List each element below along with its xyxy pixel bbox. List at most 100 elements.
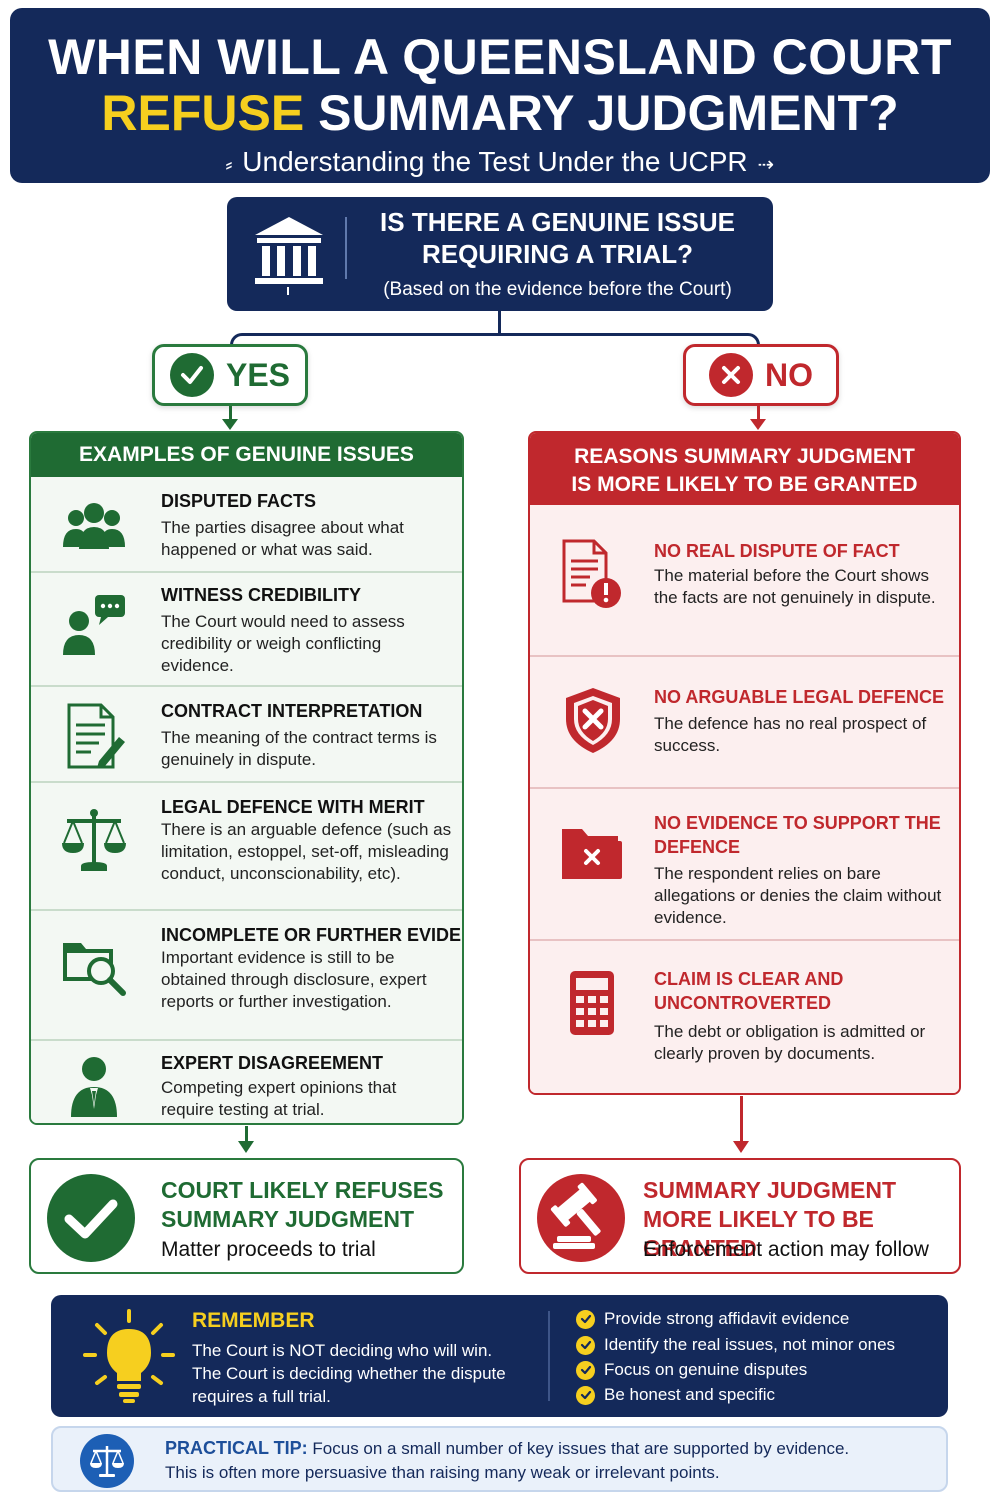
subtitle-arrow-icon: ⇢: [757, 154, 775, 176]
yes-outcome-arrow-head: [238, 1141, 254, 1153]
title-highlight: REFUSE: [101, 85, 305, 141]
outcome-granted-box: SUMMARY JUDGMENT MORE LIKELY TO BE GRANT…: [519, 1158, 961, 1274]
title-line-2-rest: SUMMARY JUDGMENT?: [304, 85, 899, 141]
item-description: The material before the Court shows the …: [654, 566, 936, 607]
tip-text-1: Focus on a small number of key issues th…: [312, 1439, 850, 1458]
no-arrow-shaft: [757, 406, 760, 420]
practical-tip-box: PRACTICAL TIP: Focus on a small number o…: [51, 1426, 948, 1492]
item-title: LEGAL DEFENCE WITH MERIT: [161, 797, 425, 817]
subtitle-left-deco-icon: ⸗: [225, 154, 233, 176]
subtitle-text: Understanding the Test Under the UCPR: [242, 146, 748, 177]
outcome-subtitle: Enforcement action may follow: [643, 1238, 929, 1261]
remember-line-1: The Court is NOT deciding who will win.: [192, 1341, 493, 1360]
checklist-item: Focus on genuine disputes: [576, 1360, 807, 1380]
check-icon: [576, 1335, 595, 1355]
summary-judgment-reasons-panel: REASONS SUMMARY JUDGMENT IS MORE LIKELY …: [528, 431, 961, 1095]
item-title: CONTRACT INTERPRETATION: [161, 701, 423, 721]
header-banner: WHEN WILL A QUEENSLAND COURT REFUSE SUMM…: [10, 8, 990, 183]
item-description: The meaning of the contract terms is gen…: [161, 728, 437, 769]
gavel-icon: [537, 1174, 625, 1262]
outcome-title-line-1: COURT LIKELY REFUSES: [161, 1177, 444, 1203]
item-description: The respondent relies on bare allegation…: [654, 864, 942, 927]
no-label: NO: [765, 356, 813, 393]
yes-arrow-shaft: [229, 406, 232, 420]
question-line-1: IS THERE A GENUINE ISSUE: [380, 207, 735, 237]
outcome-title-line-1: SUMMARY JUDGMENT: [643, 1177, 897, 1203]
check-icon: [576, 1385, 595, 1405]
check-circle-large-icon: [47, 1174, 135, 1262]
list-item: NO ARGUABLE LEGAL DEFENCE The defence ha…: [530, 655, 959, 787]
tip-line-1: PRACTICAL TIP: Focus on a small number o…: [165, 1438, 849, 1459]
item-title: NO EVIDENCE TO SUPPORT THE DEFENCE: [654, 813, 941, 857]
no-outcome-arrow-shaft: [740, 1096, 743, 1142]
item-description: Important evidence is still to be obtain…: [161, 948, 427, 1011]
title-line-2: REFUSE SUMMARY JUDGMENT?: [10, 84, 990, 142]
checklist-text: Focus on genuine disputes: [604, 1360, 808, 1379]
document-alert-icon: [562, 539, 621, 608]
item-description: There is an arguable defence (such as li…: [161, 820, 452, 883]
x-circle-icon: [709, 353, 753, 397]
tip-label: PRACTICAL TIP:: [165, 1438, 308, 1458]
checklist-item: Identify the real issues, not minor ones: [576, 1335, 895, 1355]
yes-label: YES: [225, 356, 291, 393]
remember-divider: [548, 1311, 550, 1401]
reasons-heading-line-1: REASONS SUMMARY JUDGMENT: [574, 445, 915, 468]
check-circle-icon: [169, 353, 214, 397]
item-title: CLAIM IS CLEAR AND UNCONTROVERTED: [654, 969, 844, 1013]
tip-line-2: This is often more persuasive than raisi…: [165, 1463, 720, 1482]
title-line-1: WHEN WILL A QUEENSLAND COURT: [48, 29, 952, 85]
item-description: The parties disagree about what happened…: [161, 518, 404, 559]
item-description: The defence has no real prospect of succ…: [654, 714, 927, 755]
question-line-2: REQUIRING A TRIAL?: [421, 239, 694, 269]
item-description: The debt or obligation is admitted or cl…: [654, 1022, 926, 1063]
item-description: The Court would need to assess credibili…: [161, 612, 405, 675]
no-badge: NO: [683, 344, 839, 406]
central-question-box: IS THERE A GENUINE ISSUE REQUIRING A TRI…: [227, 197, 773, 311]
item-title: INCOMPLETE OR FURTHER EVIDENCE: [161, 925, 462, 945]
genuine-issues-panel: EXAMPLES OF GENUINE ISSUES DISPUTED FACT…: [29, 431, 464, 1125]
outcome-refuses-box: COURT LIKELY REFUSES SUMMARY JUDGMENT Ma…: [29, 1158, 464, 1274]
scales-badge-icon: [80, 1434, 134, 1488]
list-item: NO REAL DISPUTE OF FACT The material bef…: [530, 505, 959, 655]
item-title: NO ARGUABLE LEGAL DEFENCE: [654, 687, 945, 707]
list-item: NO EVIDENCE TO SUPPORT THE DEFENCE The r…: [530, 787, 959, 939]
remember-line-2: The Court is deciding whether the disput…: [192, 1364, 506, 1383]
folder-x-icon: [562, 829, 622, 879]
connector-stem: [498, 311, 501, 335]
people-group-icon: [63, 503, 125, 549]
folder-search-icon: [63, 943, 126, 996]
genuine-issues-heading: EXAMPLES OF GENUINE ISSUES: [31, 433, 462, 477]
list-item: LEGAL DEFENCE WITH MERIT There is an arg…: [31, 781, 462, 909]
remember-box: REMEMBER The Court is NOT deciding who w…: [51, 1295, 948, 1417]
list-item: INCOMPLETE OR FURTHER EVIDENCE Important…: [31, 909, 462, 1039]
courthouse-icon: [255, 217, 323, 295]
question-divider: [345, 217, 347, 279]
check-icon: [576, 1309, 595, 1329]
item-title: WITNESS CREDIBILITY: [161, 585, 362, 605]
reasons-heading-line-2: IS MORE LIKELY TO BE GRANTED: [571, 473, 918, 496]
contract-document-icon: [67, 703, 125, 769]
checklist-text: Identify the real issues, not minor ones: [604, 1335, 896, 1354]
checklist-item: Be honest and specific: [576, 1385, 775, 1405]
no-arrow-head: [750, 419, 766, 430]
connector-right-curve: [498, 333, 760, 347]
check-icon: [576, 1360, 595, 1380]
outcome-subtitle: Matter proceeds to trial: [161, 1238, 376, 1261]
list-item: CONTRACT INTERPRETATION The meaning of t…: [31, 685, 462, 781]
checklist-text: Provide strong affidavit evidence: [604, 1309, 850, 1328]
yes-arrow-head: [222, 419, 238, 430]
yes-badge: YES: [152, 344, 308, 406]
subtitle: ⸗ Understanding the Test Under the UCPR ⇢: [10, 146, 990, 178]
remember-line-3: requires a full trial.: [192, 1387, 331, 1406]
shield-x-icon: [566, 688, 620, 753]
reasons-heading: REASONS SUMMARY JUDGMENT IS MORE LIKELY …: [530, 433, 959, 505]
item-title: DISPUTED FACTS: [161, 491, 317, 511]
checklist-text: Be honest and specific: [604, 1385, 776, 1404]
outcome-title-line-2: MORE LIKELY TO BE GRANTED: [643, 1206, 874, 1261]
item-title: NO REAL DISPUTE OF FACT: [654, 541, 900, 561]
calculator-icon: [570, 971, 614, 1035]
item-title: EXPERT DISAGREEMENT: [161, 1053, 384, 1073]
list-item: CLAIM IS CLEAR AND UNCONTROVERTED The de…: [530, 939, 959, 1093]
yes-outcome-arrow-shaft: [245, 1126, 248, 1142]
item-description: Competing expert opinions that require t…: [161, 1078, 397, 1119]
